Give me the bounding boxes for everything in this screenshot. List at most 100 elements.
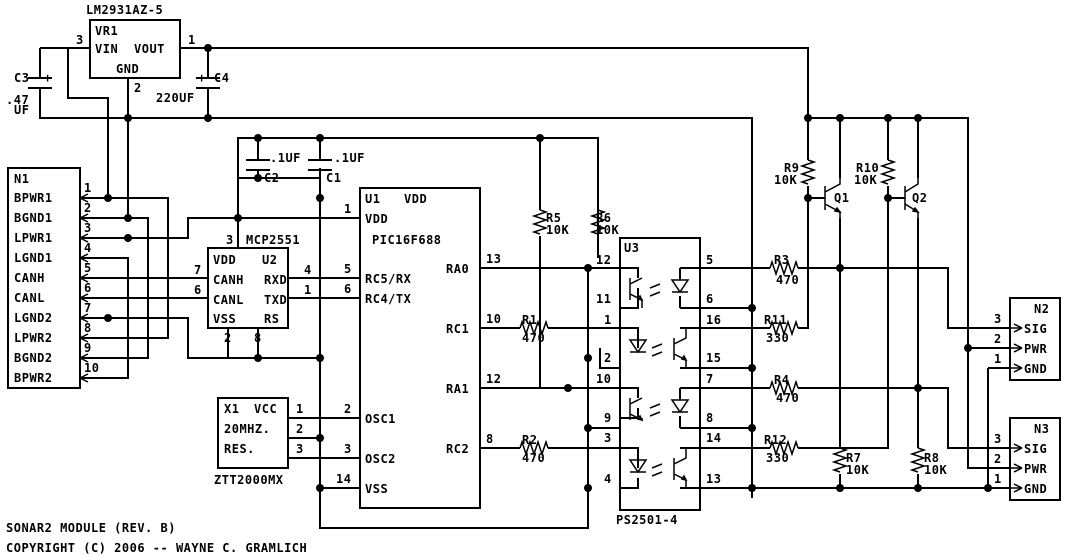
n1-pin-arrow [79, 193, 89, 203]
n1-pin-number: 1 [84, 181, 92, 195]
u3-pin-10: 10 [596, 372, 611, 386]
c3-value-b: UF [14, 103, 29, 117]
u2-txd: TXD [264, 293, 287, 307]
c4-ref: C4 [214, 71, 229, 85]
x1-pin3: 3 [296, 442, 304, 456]
r9-ref: R9 [784, 161, 799, 175]
n1-pin-label: LPWR2 [14, 331, 53, 345]
n1-pin-arrow [79, 293, 89, 303]
u2-pin-canl: 6 [194, 283, 202, 297]
u2-canh: CANH [213, 273, 244, 287]
n1-pin-arrow [79, 233, 89, 243]
u1-pin-rc4: 6 [344, 282, 352, 296]
transistor-q2: Q2 [904, 178, 927, 218]
x1-part: ZTT2000MX [214, 473, 284, 487]
u1-rc4: RC4/TX [365, 292, 412, 306]
u3-pin-13: 13 [706, 472, 721, 486]
u1-ra0: RA0 [446, 262, 469, 276]
n3-pin-number: 1 [994, 472, 1002, 486]
n3-pin-arrow [1010, 463, 1023, 473]
n1-pin-number: 3 [84, 221, 92, 235]
c4-value: 220UF [156, 91, 195, 105]
u1-pin-osc2: 3 [344, 442, 352, 456]
n2-ref: N2 [1034, 302, 1049, 316]
u1-pin-rc5: 5 [344, 262, 352, 276]
n1-pin-label: LGND1 [14, 251, 53, 265]
n1-pin-number: 7 [84, 301, 92, 315]
r7-value: 10K [846, 463, 869, 477]
r11-ref: R11 [764, 313, 787, 327]
u1-osc1: OSC1 [365, 412, 396, 426]
footer-copyright: COPYRIGHT (C) 2006 -- WAYNE C. GRAMLICH [6, 541, 307, 555]
u1-pin-ra0: 13 [486, 252, 501, 266]
x1-pin2: 2 [296, 422, 304, 436]
u3-pin-2: 2 [604, 351, 612, 365]
r3-value: 470 [776, 273, 799, 287]
u1-pin-vss: 14 [336, 472, 351, 486]
u1-rc1: RC1 [446, 322, 469, 336]
r11-value: 330 [766, 331, 789, 345]
wires [39, 47, 1010, 529]
n1-pin-number: 4 [84, 241, 92, 255]
c2-ref: C2 [264, 171, 279, 185]
u2-mcp2551: 3 MCP2551 VDD U2 CANH RXD CANL TXD VSS R… [194, 233, 312, 345]
u1-rc2: RC2 [446, 442, 469, 456]
u3-pin-5: 5 [706, 253, 714, 267]
n3-ref: N3 [1034, 422, 1049, 436]
n1-pin-label: CANH [14, 271, 45, 285]
vr1-pin-in: 3 [76, 33, 84, 47]
u2-part: MCP2551 [246, 233, 300, 247]
n1-pin-label: BGND1 [14, 211, 53, 225]
u3-pin-15: 15 [706, 351, 721, 365]
r8-ref: R8 [924, 451, 939, 465]
u3-ps2501: U3 PS2501-4 12 11 1 2 10 9 3 4 5 6 16 15… [596, 237, 721, 527]
n1-pin-label: LPWR1 [14, 231, 53, 245]
u2-pin-txd: 1 [304, 283, 312, 297]
u2-vdd: VDD [213, 253, 236, 267]
u3-pin-7: 7 [706, 372, 714, 386]
u3-pin-8: 8 [706, 411, 714, 425]
n3-pin-arrow [1010, 443, 1023, 453]
u2-ref: U2 [262, 253, 277, 267]
n1-pin-label: BGND2 [14, 351, 53, 365]
transistor-q1: Q1 [824, 178, 849, 218]
c3-value-a: .47 [6, 93, 29, 107]
u3-pin-14: 14 [706, 431, 721, 445]
n1-pin-arrow [79, 273, 89, 283]
u1-ra1: RA1 [446, 382, 469, 396]
r1-ref: R1 [522, 313, 537, 327]
x1-ref: X1 [224, 402, 239, 416]
r10-value: 10K [854, 173, 877, 187]
u1-part: PIC16F688 [372, 233, 442, 247]
u1-vdd-title: VDD [404, 192, 427, 206]
c3-plus: + [44, 71, 52, 85]
vr1-vin: VIN [95, 42, 118, 56]
junction-dots [104, 44, 992, 492]
x1-vcc: VCC [254, 402, 277, 416]
u1-osc2: OSC2 [365, 452, 396, 466]
u1-pin-rc1: 10 [486, 312, 501, 326]
u1-pic16f688: U1 VDD VDD PIC16F688 RC5/RX RC4/TX OSC1 … [336, 187, 501, 509]
x1-pin1: 1 [296, 402, 304, 416]
n1-pin-arrow [79, 333, 89, 343]
r3-ref: R3 [774, 253, 789, 267]
n2-pin-label: SIG [1024, 322, 1047, 336]
n1-pin-number: 6 [84, 281, 92, 295]
u2-rs: RS [264, 312, 279, 326]
capacitor-c1: .1UF C1 [308, 151, 364, 185]
n1-pin-arrow [79, 313, 89, 323]
u1-pin-osc1: 2 [344, 402, 352, 416]
u1-vss: VSS [365, 482, 388, 496]
c3-ref: C3 [14, 71, 29, 85]
x1-resonator: X1 VCC 20MHZ. RES. ZTT2000MX 1 2 3 [214, 397, 304, 487]
u3-pin-16: 16 [706, 313, 721, 327]
capacitor-c3: C3 + .47 UF [6, 71, 52, 117]
u3-pin-3: 3 [604, 431, 612, 445]
resistors: R5 10K R6 10K R1 470 R2 470 R3 470 R11 3… [519, 159, 947, 477]
n1-pin-arrow [79, 353, 89, 363]
c4-plus: + [198, 71, 206, 85]
r10-ref: R10 [856, 161, 879, 175]
n1-pin-label: LGND2 [14, 311, 53, 325]
